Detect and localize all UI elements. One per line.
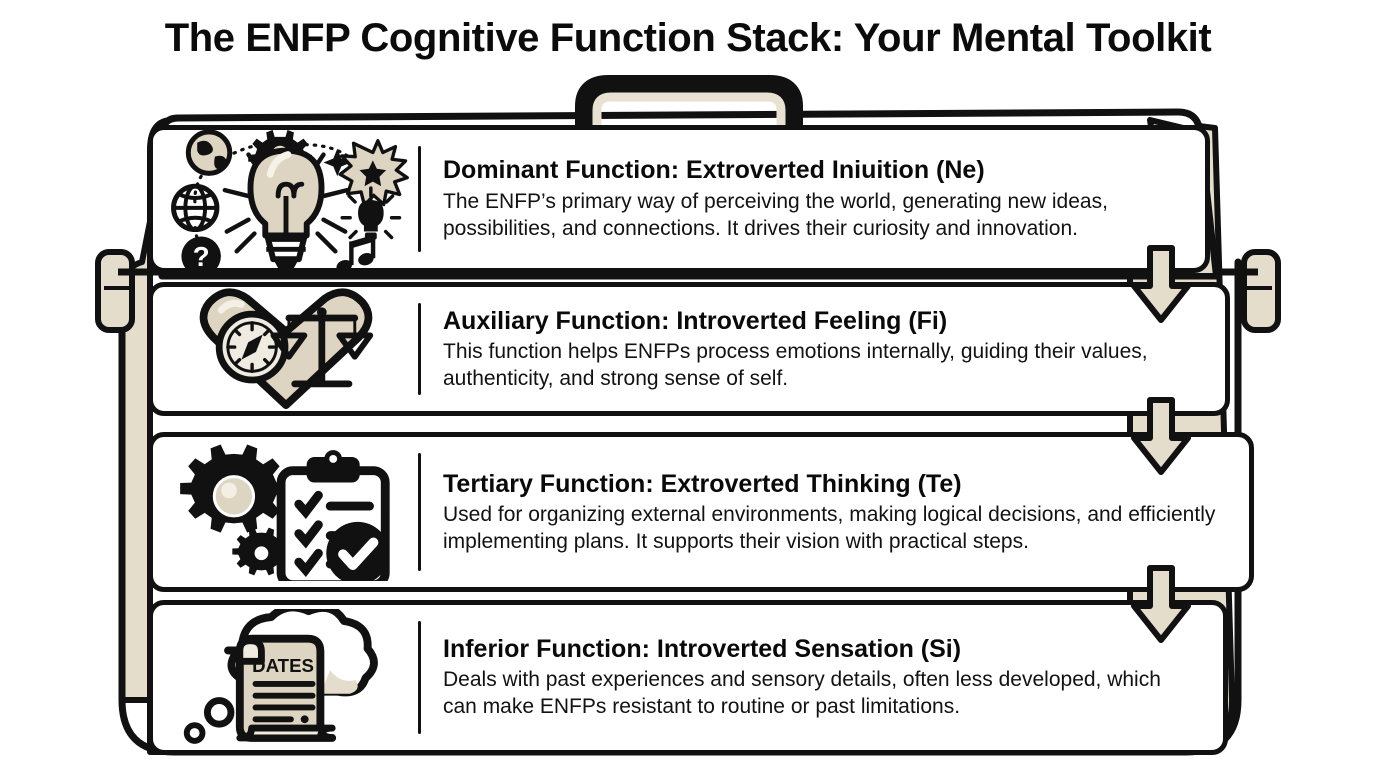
thought-cloud-scroll-icon: DATES [153,605,418,750]
panel-title-si: Inferior Function: Introverted Sensation… [443,635,962,664]
panel-text-block: Dominant Function: Extroverted Iniuition… [421,130,1205,268]
thought-bubble-large-icon [203,696,234,728]
compass-ticks [225,321,278,373]
music-note-icon [335,234,375,268]
lightbulb-ideas-icon: ? [153,130,418,268]
compass-needle [240,334,263,360]
thought-bubble-small-icon [183,721,205,744]
balance-scales-icon [270,307,373,388]
panel-divider [418,621,421,734]
te-icon-art [179,444,390,581]
wireframe-globe-icon [170,183,219,233]
panel-title-ne: Dominant Function: Extroverted Iniuition… [443,156,985,185]
svg-text:?: ? [192,241,209,272]
lightbulb-icon [247,147,324,268]
small-bulb-icon [340,186,401,240]
panel-title-fi: Auxiliary Function: Introverted Feeling … [443,306,948,335]
heart-compass-scales-icon [153,287,418,411]
fi-icon-art [199,288,373,410]
panel-body-si: Deals with past experiences and sensory … [443,668,1161,718]
gears-clipboard-icon [153,437,418,587]
panel-title-te: Tertiary Function: Extroverted Thinking … [443,469,962,498]
clipboard-check-marks [293,490,323,577]
ne-icon-art: ? [170,130,409,272]
panel-divider [418,303,421,395]
page-title: The ENFP Cognitive Function Stack: Your … [164,16,1212,60]
scroll-document-icon: DATES [223,634,336,742]
toolbox-latch-right [1241,249,1281,333]
toolbox-latch-left [95,249,135,333]
panel-tertiary-te[interactable]: Tertiary Function: Extroverted Thinking … [148,432,1254,592]
small-bulb-rays [340,186,401,240]
panel-body-te: Used for organizing external environment… [443,502,1216,553]
scroll-dates-label: DATES [252,655,314,676]
check-badge-icon [325,521,389,581]
panel-dominant-ne[interactable]: ? [148,125,1210,273]
scroll-text-lines [252,680,315,722]
panel-auxiliary-fi[interactable]: Auxiliary Function: Introverted Feeling … [148,282,1230,416]
sparkle-icon [322,148,351,177]
panel-body-fi: This function helps ENFPs process emotio… [443,339,1148,390]
gear-large-icon [179,444,288,533]
panel-inferior-si[interactable]: DATES Inferior Function: Introverted Sen… [148,600,1228,755]
panel-text-block: Tertiary Function: Extroverted Thinking … [421,437,1249,587]
panel-divider [418,453,421,571]
si-icon-art: DATES [183,608,378,744]
earth-globe-icon [185,130,232,176]
question-mark-icon: ? [180,236,221,272]
compass-icon [215,310,288,384]
gear-small-icon [231,527,291,576]
panel-body-ne: The ENFP’s primary way of perceiving the… [443,190,1108,240]
panel-text-block: Inferior Function: Introverted Sensation… [421,605,1223,750]
starburst-icon [337,139,409,208]
panel-text-block: Auxiliary Function: Introverted Feeling … [421,287,1225,411]
panel-divider [418,146,421,252]
